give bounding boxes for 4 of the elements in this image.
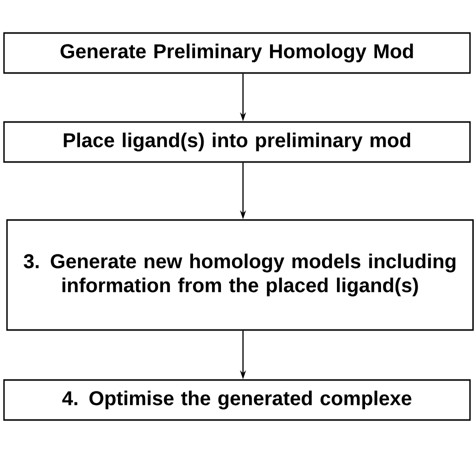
process-box: Generate Preliminary Homology Mod	[3, 32, 471, 74]
process-box: 4. Optimise the generated complexe	[3, 379, 471, 421]
process-box: Place ligand(s) into preliminary mod	[3, 121, 471, 163]
process-box: 3. Generate new homology models including information from the placed ligand(s)	[6, 219, 474, 331]
